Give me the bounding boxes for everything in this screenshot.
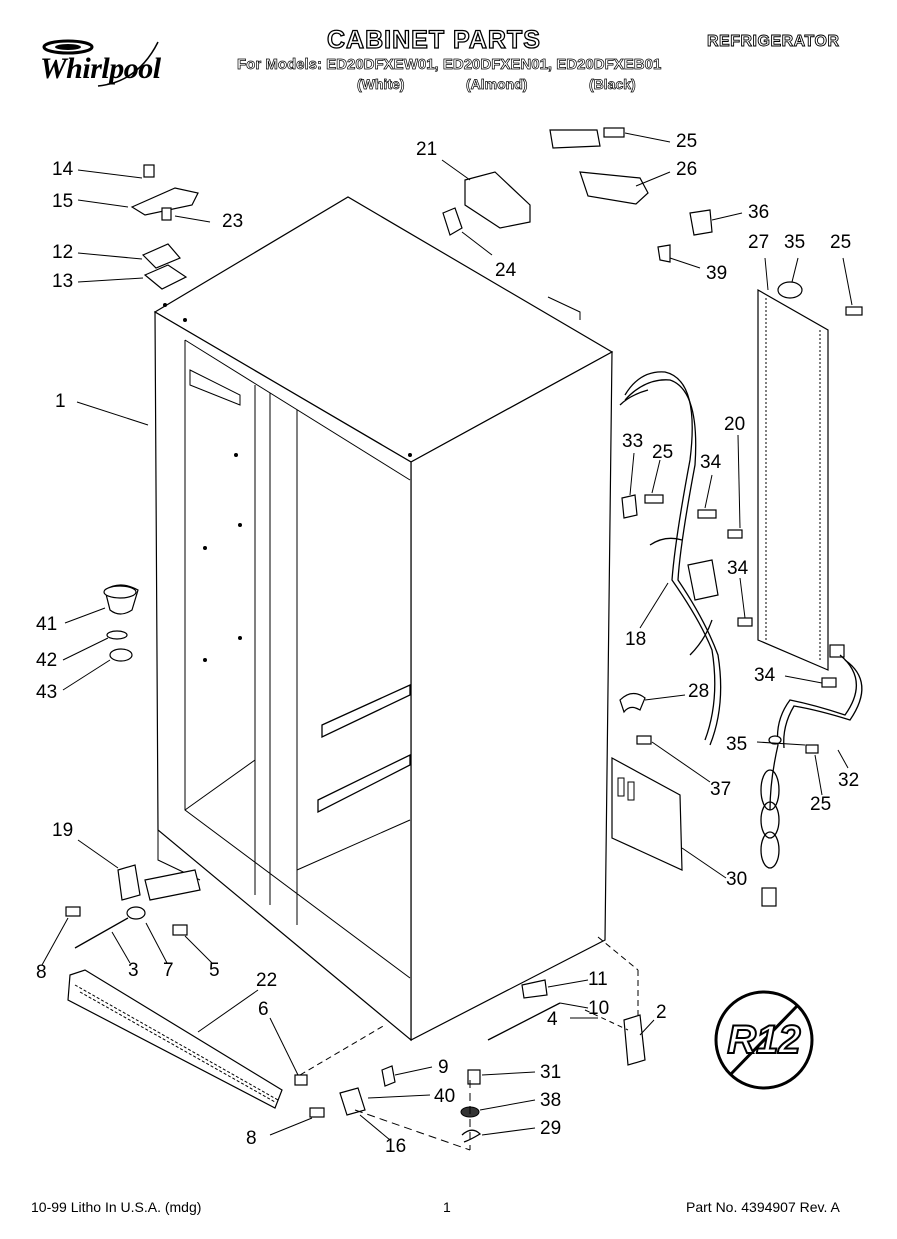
callout-34: 34 <box>700 452 722 473</box>
callout-3: 3 <box>128 960 139 981</box>
callout-27: 27 <box>748 232 769 253</box>
callout-36: 36 <box>748 202 769 223</box>
callout-21: 21 <box>416 139 437 160</box>
callout-4: 4 <box>547 1009 558 1030</box>
power-cord <box>760 654 863 907</box>
heater-panel <box>757 281 863 671</box>
callout-32: 32 <box>838 770 859 791</box>
callout-35: 35 <box>784 232 805 253</box>
callout-2: 2 <box>656 1002 667 1023</box>
callout-37: 37 <box>710 779 731 800</box>
callout-28: 28 <box>688 681 709 702</box>
product-type: REFRIGERATOR <box>707 33 840 51</box>
top-hinge-assembly <box>130 164 199 290</box>
callout-19: 19 <box>52 820 73 841</box>
bottom-hinge-parts <box>294 1065 482 1151</box>
callout-20: 20 <box>724 414 745 435</box>
variant-white: (White) <box>357 76 405 93</box>
callout-33: 33 <box>622 431 643 452</box>
wiring-harness <box>619 371 753 746</box>
callout-25: 25 <box>676 131 697 152</box>
callout-leader-lines <box>41 132 853 1141</box>
leveling-leg-parts <box>103 584 139 662</box>
models-line: For Models: ED20DFXEW01, ED20DFXEN01, ED… <box>237 56 662 74</box>
page-title: CABINET PARTS <box>326 25 541 54</box>
callout-30: 30 <box>726 869 747 890</box>
callout-24: 24 <box>495 260 517 281</box>
footer-part-number: Part No. 4394907 Rev. A <box>686 1199 840 1215</box>
callout-39: 39 <box>706 263 727 284</box>
callout-11: 11 <box>588 969 608 990</box>
callout-41: 41 <box>36 614 57 635</box>
callout-25: 25 <box>830 232 851 253</box>
r12-warning-badge: R12 <box>714 990 814 1090</box>
callout-7: 7 <box>163 960 174 981</box>
callout-40: 40 <box>434 1086 455 1107</box>
top-right-parts <box>442 127 713 263</box>
base-grille <box>67 969 386 1109</box>
callout-29: 29 <box>540 1118 561 1139</box>
callout-8: 8 <box>246 1128 257 1149</box>
callout-42: 42 <box>36 650 57 671</box>
r12-badge-text: R12 <box>727 1018 800 1062</box>
refrigerator-cabinet <box>153 196 614 1042</box>
bottom-right-parts <box>487 936 646 1066</box>
access-cover-panel <box>611 756 683 871</box>
variant-almond: (Almond) <box>466 76 528 93</box>
callout-12: 12 <box>52 242 73 263</box>
callout-25: 25 <box>652 442 673 463</box>
variant-black: (Black) <box>589 76 636 93</box>
callout-35: 35 <box>726 734 747 755</box>
callout-13: 13 <box>52 271 73 292</box>
callout-18: 18 <box>625 629 646 650</box>
callout-43: 43 <box>36 682 57 703</box>
callout-numbers: 14 15 23 12 13 21 24 25 26 36 39 27 35 2… <box>36 131 859 1157</box>
callout-10: 10 <box>588 998 609 1019</box>
callout-38: 38 <box>540 1090 561 1111</box>
callout-8: 8 <box>36 962 47 983</box>
brand-logo: Whirlpool <box>40 52 161 85</box>
callout-16: 16 <box>385 1136 406 1157</box>
callout-23: 23 <box>222 211 243 232</box>
callout-6: 6 <box>258 999 269 1020</box>
callout-9: 9 <box>438 1057 449 1078</box>
callout-14: 14 <box>52 159 74 180</box>
callout-26: 26 <box>676 159 697 180</box>
callout-5: 5 <box>209 960 220 981</box>
footer-page-number: 1 <box>443 1199 451 1215</box>
whirlpool-logo-swoosh-icon <box>42 39 159 87</box>
callout-15: 15 <box>52 191 73 212</box>
callout-34: 34 <box>754 665 776 686</box>
callout-31: 31 <box>540 1062 561 1083</box>
footer-litho-info: 10-99 Litho In U.S.A. (mdg) <box>31 1199 202 1215</box>
callout-34: 34 <box>727 558 749 579</box>
callout-22: 22 <box>256 970 277 991</box>
callout-25: 25 <box>810 794 831 815</box>
callout-1: 1 <box>55 391 66 412</box>
bottom-left-parts <box>65 864 201 949</box>
